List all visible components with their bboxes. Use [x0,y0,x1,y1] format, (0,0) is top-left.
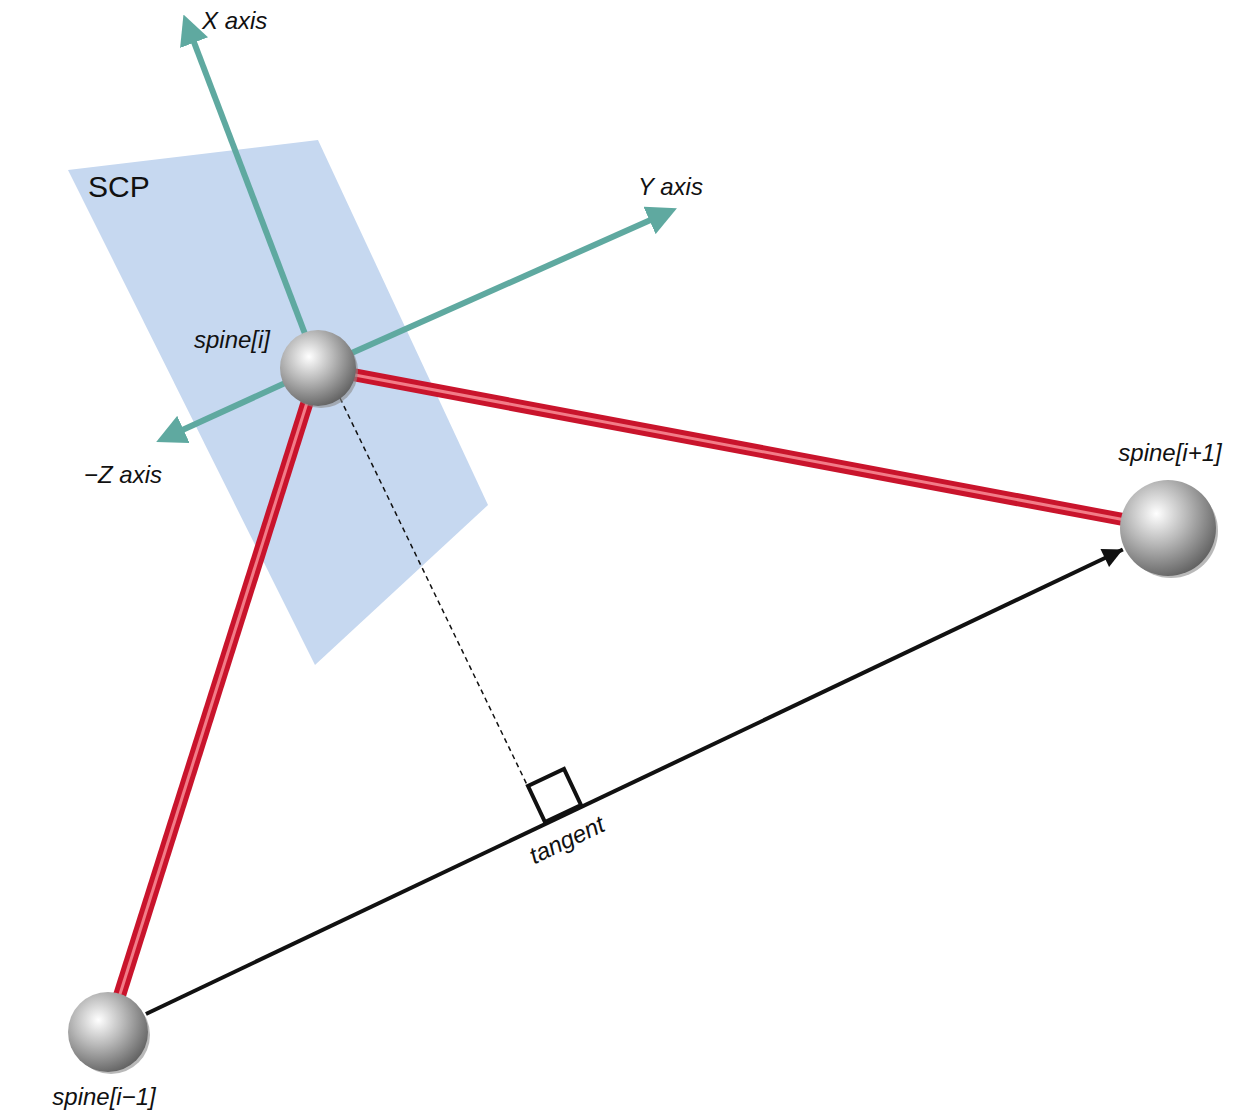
edge-label: tangent [525,811,609,869]
spine-link-tube [118,399,308,1000]
edge-group [349,374,1126,520]
sphere [68,992,148,1072]
perpendicular-dashed-line [340,398,545,822]
plane-label: SCP [88,170,150,203]
sphere-graphic [68,992,152,1076]
scp-plane [68,140,488,665]
spine-label: spine[i−1] [52,1084,155,1110]
spine-sphere: spine[i−1] [68,992,148,1072]
spine-sphere: spine[i] [280,330,356,406]
tube-highlight [349,374,1126,520]
tube-highlight [118,399,308,1000]
spine-label: spine[i] [194,327,270,353]
sphere [280,330,356,406]
axis-label: Y axis [638,174,703,200]
right-angle-mark [528,769,581,822]
sphere-graphic [280,330,360,410]
edge-group [118,399,308,1000]
x-axis-arrow [192,37,318,368]
axis-label: X axis [202,8,267,34]
axis-label: −Z axis [84,462,162,488]
spine-label: spine[i+1] [1118,440,1221,466]
sphere-graphic [1120,480,1220,580]
y-axis-arrow [318,218,655,368]
tangent-arrow [146,549,1123,1013]
sphere [1120,480,1216,576]
spine-sphere: spine[i+1] [1120,480,1216,576]
edge-group [146,549,1123,1013]
spine-link-tube [349,374,1126,520]
